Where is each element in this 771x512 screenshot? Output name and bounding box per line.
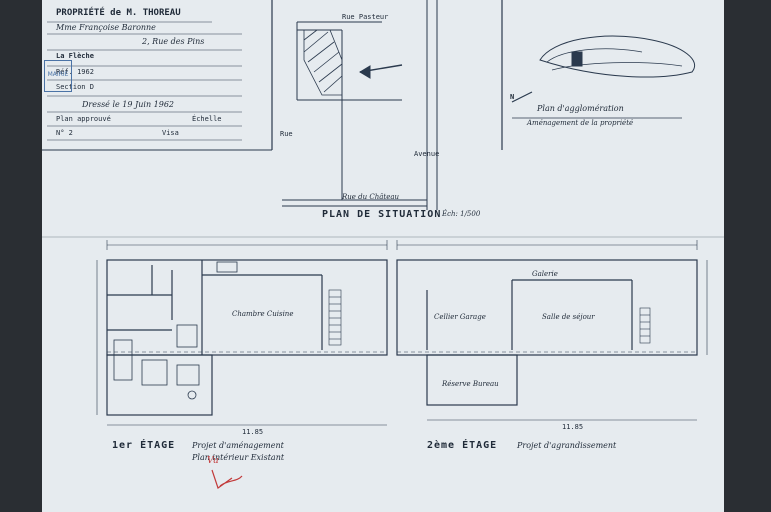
situation-plan-caption: PLAN DE SITUATION — [322, 209, 442, 220]
street-bottom-label: Rue du Château — [342, 193, 400, 201]
line-section: Section D — [56, 83, 94, 91]
official-stamp: MAIRIE — [44, 60, 72, 92]
left-plan-caption: 1er ÉTAGE — [112, 440, 176, 451]
left-plan-subtitle-2: Plan intérieur Existant — [192, 453, 285, 462]
right-plan-room-bottom: Réserve Bureau — [442, 380, 499, 388]
left-plan-dimension: 11.85 — [242, 428, 264, 436]
situation-plan-scale: Éch: 1/500 — [442, 210, 481, 218]
north-label: N — [510, 93, 515, 101]
line-reference: Réf. 1962 — [56, 68, 94, 76]
location-map-subcaption: Aménagement de la propriété — [527, 119, 634, 127]
right-plan-subtitle: Projet d'agrandissement — [517, 441, 617, 450]
right-plan-room-center: Salle de séjour — [542, 313, 595, 321]
line-scale: Échelle — [192, 115, 222, 123]
location-map-caption: Plan d'agglomération — [537, 104, 624, 113]
left-plan-subtitle: Projet d'aménagement — [192, 441, 284, 450]
street-left-label: Rue — [280, 130, 293, 138]
stamp-text: MAIRIE — [47, 71, 69, 78]
right-plan-room-top: Galerie — [532, 270, 558, 278]
right-plan-dimension: 11.85 — [562, 423, 584, 431]
line-note: Plan approuvé — [56, 115, 111, 123]
street-right-label: Avenue — [414, 150, 440, 158]
blueprint-sheet: PROPRIÉTÉ de M. THOREAU Mme Françoise Ba… — [42, 0, 724, 512]
owner-name: Mme Françoise Baronne — [56, 23, 156, 32]
left-plan-room-main: Chambre Cuisine — [232, 310, 294, 318]
line-visa: Visa — [162, 129, 179, 137]
right-plan-caption: 2ème ÉTAGE — [427, 440, 498, 451]
handwritten-mark: Vu — [207, 456, 219, 466]
blueprint-drawing — [42, 0, 708, 489]
right-plan-room-left: Cellier Garage — [434, 313, 486, 321]
line-drawn: Dressé le 19 Juin 1962 — [82, 100, 174, 109]
street-top-label: Rue Pasteur — [342, 13, 389, 21]
commune: La Flèche — [56, 52, 94, 60]
line-code: N° 2 — [56, 129, 73, 137]
owner-line: PROPRIÉTÉ de M. THOREAU — [56, 8, 181, 18]
address: 2, Rue des Pins — [142, 37, 205, 46]
